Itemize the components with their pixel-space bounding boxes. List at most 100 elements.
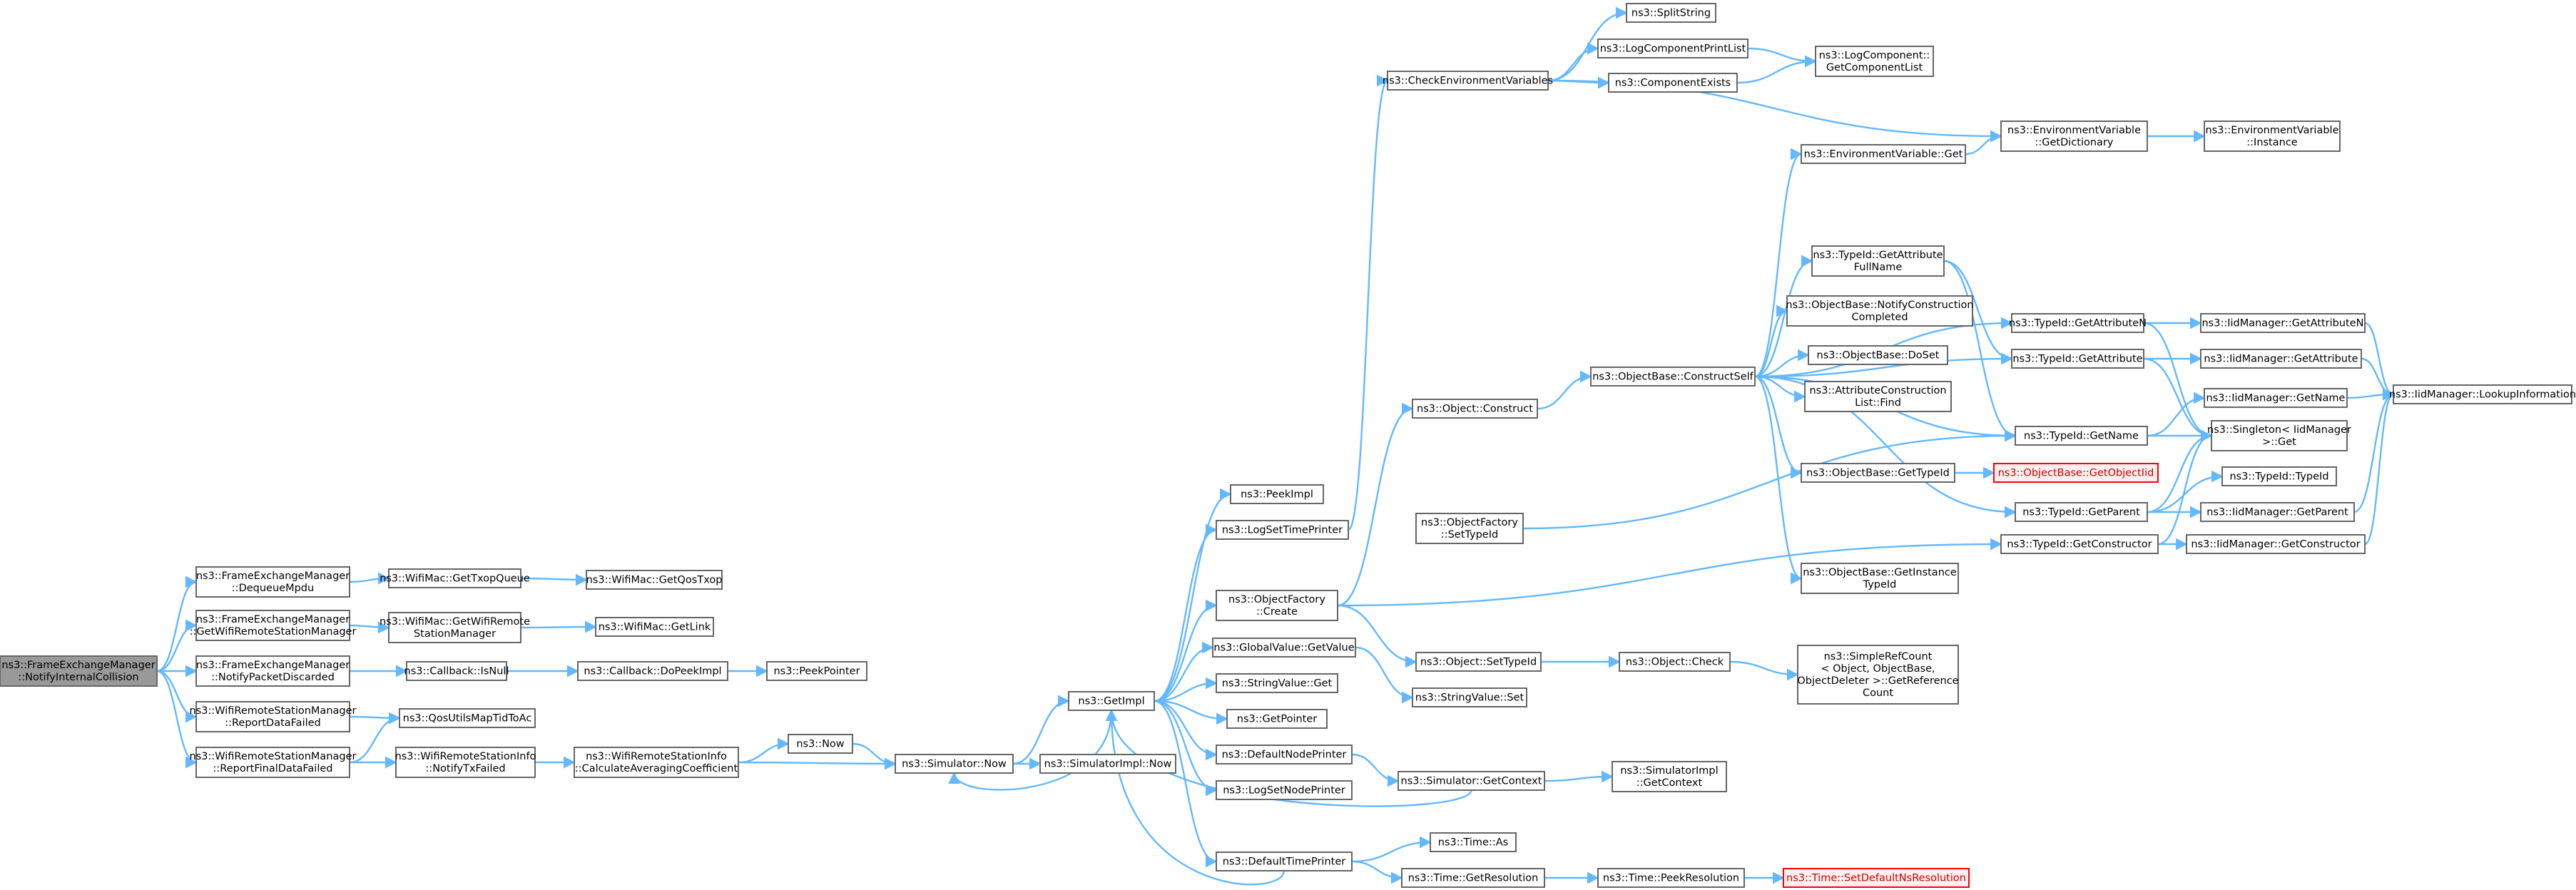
node-getimpl[interactable]: ns3::GetImpl [1068, 691, 1155, 711]
node-logsettime[interactable]: ns3::LogSetTimePrinter [1216, 520, 1349, 540]
node-defnode[interactable]: ns3::DefaultNodePrinter [1216, 745, 1353, 764]
node-simimplgetctx[interactable]: ns3::SimulatorImpl::GetContext [1612, 761, 1727, 792]
node-timepeekres[interactable]: ns3::Time::PeekResolution [1597, 868, 1745, 888]
edge-deftime-to-timegetres [1351, 860, 1403, 884]
node-timeas[interactable]: ns3::Time::As [1430, 832, 1517, 852]
node-objconstruct[interactable]: ns3::Object::Construct [1412, 399, 1538, 419]
edge-objcheck-to-simplerefcount [1729, 660, 1799, 681]
edge-getimpl-to-simnow [948, 710, 1113, 791]
node-notifytxf[interactable]: ns3::WifiRemoteStationInfo::NotifyTxFail… [395, 747, 536, 778]
node-peekptr[interactable]: ns3::PeekPointer [766, 661, 867, 681]
node-label: ns3::TypeId::GetConstructor [2007, 539, 2152, 551]
node-obdoset[interactable]: ns3::ObjectBase::DoSet [1808, 345, 1948, 365]
edge-getimpl-to-getptr [1154, 700, 1228, 725]
node-iidgetattr[interactable]: ns3::IidManager::GetAttribute [2200, 349, 2362, 369]
edge-ofcreate-to-objsettid [1337, 604, 1417, 668]
node-objsettid[interactable]: ns3::Object::SetTypeId [1415, 652, 1542, 672]
node-qosmap[interactable]: ns3::QosUtilsMapTidToAc [399, 708, 536, 728]
node-tidgetattrn[interactable]: ns3::TypeId::GetAttributeN [2009, 313, 2147, 333]
node-svset[interactable]: ns3::StringValue::Set [1412, 687, 1527, 707]
node-obgetobjtid[interactable]: ns3::ObjectBase::GetObjectIid [1993, 463, 2159, 483]
node-box [1412, 687, 1527, 707]
edge-getwrsm-to-macgetwrsm [349, 621, 390, 634]
node-tidgetattr[interactable]: ns3::TypeId::GetAttribute [2011, 349, 2144, 369]
node-tidgetctor[interactable]: ns3::TypeId::GetConstructor [2000, 534, 2159, 554]
node-iidgetparent[interactable]: ns3::IidManager::GetParent [2200, 502, 2355, 522]
node-box [574, 747, 739, 778]
node-dequeue[interactable]: ns3::FrameExchangeManager::DequeueMpdu [195, 566, 350, 598]
node-getwrsm[interactable]: ns3::FrameExchangeManager::GetWifiRemote… [190, 610, 357, 641]
node-isnull[interactable]: ns3::Callback::IsNull [404, 661, 509, 681]
node-notifypkt[interactable]: ns3::FrameExchangeManager::NotifyPacketD… [195, 655, 350, 687]
edge-iidgetctor-to-iidlookup [2364, 388, 2395, 546]
node-getptr[interactable]: ns3::GetPointer [1226, 709, 1328, 729]
node-label: ns3::EnvironmentVariable [2205, 125, 2338, 136]
node-logcompprint[interactable]: ns3::LogComponentPrintList [1597, 39, 1748, 58]
node-tidtypeid[interactable]: ns3::TypeId::TypeId [2221, 466, 2337, 486]
node-rfdf[interactable]: ns3::WifiRemoteStationManager::ReportFin… [190, 747, 357, 778]
node-deftime[interactable]: ns3::DefaultTimePrinter [1216, 851, 1353, 871]
node-peekimpl[interactable]: ns3::PeekImpl [1230, 484, 1324, 504]
node-rdf[interactable]: ns3::WifiRemoteStationManager::ReportDat… [190, 701, 357, 732]
node-iidlookup[interactable]: ns3::IidManager::LookupInformation [2389, 384, 2576, 404]
node-dopeek[interactable]: ns3::Callback::DoPeekImpl [577, 661, 728, 681]
node-obnotifycc[interactable]: ns3::ObjectBase::NotifyConstructionCompl… [1786, 295, 1974, 327]
node-gettxopq[interactable]: ns3::WifiMac::GetTxopQueue [380, 568, 530, 588]
node-logsetnode[interactable]: ns3::LogSetNodePrinter [1216, 780, 1353, 800]
node-box [586, 570, 723, 590]
node-checkenv[interactable]: ns3::CheckEnvironmentVariables [1383, 71, 1553, 91]
edge-tidgetattr-to-singletonget [2143, 357, 2213, 442]
edge-defnode-to-simgetctx [1351, 753, 1400, 787]
node-tidgetparent[interactable]: ns3::TypeId::GetParent [2015, 502, 2148, 522]
node-simnow[interactable]: ns3::Simulator::Now [895, 754, 1014, 774]
node-logcompgetlist[interactable]: ns3::LogComponent::GetComponentList [1815, 46, 1934, 77]
node-simplerefcount[interactable]: ns3::SimpleRefCount< Object, ObjectBase,… [1797, 645, 1959, 705]
node-envgetdict[interactable]: ns3::EnvironmentVariable::GetDictionary [2000, 121, 2148, 152]
node-iidgetname[interactable]: ns3::IidManager::GetName [2204, 388, 2348, 408]
node-root[interactable]: ns3::FrameExchangeManager::NotifyInterna… [0, 655, 158, 687]
node-timegetres[interactable]: ns3::Time::GetResolution [1401, 868, 1545, 888]
node-splitstr[interactable]: ns3::SplitString [1626, 3, 1716, 23]
node-singletonget[interactable]: ns3::Singleton< IidManager >::Get [2207, 420, 2351, 451]
node-box [388, 612, 521, 643]
node-box [1801, 463, 1955, 483]
edge-simgetctx-to-simimplgetctx [1544, 770, 1614, 783]
node-obconstructself[interactable]: ns3::ObjectBase::ConstructSelf [1590, 367, 1756, 387]
node-simgetctx[interactable]: ns3::Simulator::GetContext [1398, 771, 1545, 791]
edge-envget-to-envgetdict [1965, 130, 2002, 155]
node-envinstance[interactable]: ns3::EnvironmentVariable::Instance [2204, 121, 2341, 152]
node-now[interactable]: ns3::Now [788, 734, 853, 754]
node-iidgetattrn[interactable]: ns3::IidManager::GetAttributeN [2200, 313, 2366, 333]
edge-obconstructself-to-obgetinst [1754, 375, 1803, 585]
node-getqostxop[interactable]: ns3::WifiMac::GetQosTxop [586, 570, 723, 590]
node-gvget[interactable]: ns3::GlobalValue::GetValue [1212, 638, 1356, 658]
node-box [1619, 652, 1731, 672]
node-calcavg[interactable]: ns3::WifiRemoteStationInfo::CalculateAve… [574, 747, 739, 778]
node-label: ns3::SimulatorImpl [1620, 765, 1718, 777]
node-tidgetname[interactable]: ns3::TypeId::GetName [2015, 426, 2148, 446]
node-envget[interactable]: ns3::EnvironmentVariable::Get [1801, 144, 1966, 164]
node-box [195, 610, 350, 641]
node-ofcreate[interactable]: ns3::ObjectFactory::Create [1216, 590, 1338, 621]
node-box [1811, 245, 1945, 277]
node-svget[interactable]: ns3::StringValue::Get [1216, 673, 1338, 693]
node-label: ::GetContext [1636, 777, 1703, 789]
node-label: ns3::WifiMac::GetWifiRemote [380, 616, 530, 628]
node-box [2186, 534, 2366, 554]
node-objcheck[interactable]: ns3::Object::Check [1619, 652, 1731, 672]
node-timesetdef[interactable]: ns3::Time::SetDefaultNsResolution [1783, 868, 1970, 888]
node-box [1068, 691, 1155, 711]
node-getlink[interactable]: ns3::WifiMac::GetLink [595, 617, 714, 637]
node-ofsettid[interactable]: ns3::ObjectFactory::SetTypeId [1415, 513, 1524, 544]
node-macgetwrsm[interactable]: ns3::WifiMac::GetWifiRemoteStationManage… [380, 612, 530, 643]
node-box [2000, 534, 2159, 554]
node-simimplnow[interactable]: ns3::SimulatorImpl::Now [1039, 754, 1176, 774]
node-box [1412, 399, 1538, 419]
node-iidgetctor[interactable]: ns3::IidManager::GetConstructor [2186, 534, 2366, 554]
node-compexists[interactable]: ns3::ComponentExists [1608, 73, 1738, 93]
node-obgettid[interactable]: ns3::ObjectBase::GetTypeId [1801, 463, 1955, 483]
node-label: FullName [1854, 262, 1903, 273]
